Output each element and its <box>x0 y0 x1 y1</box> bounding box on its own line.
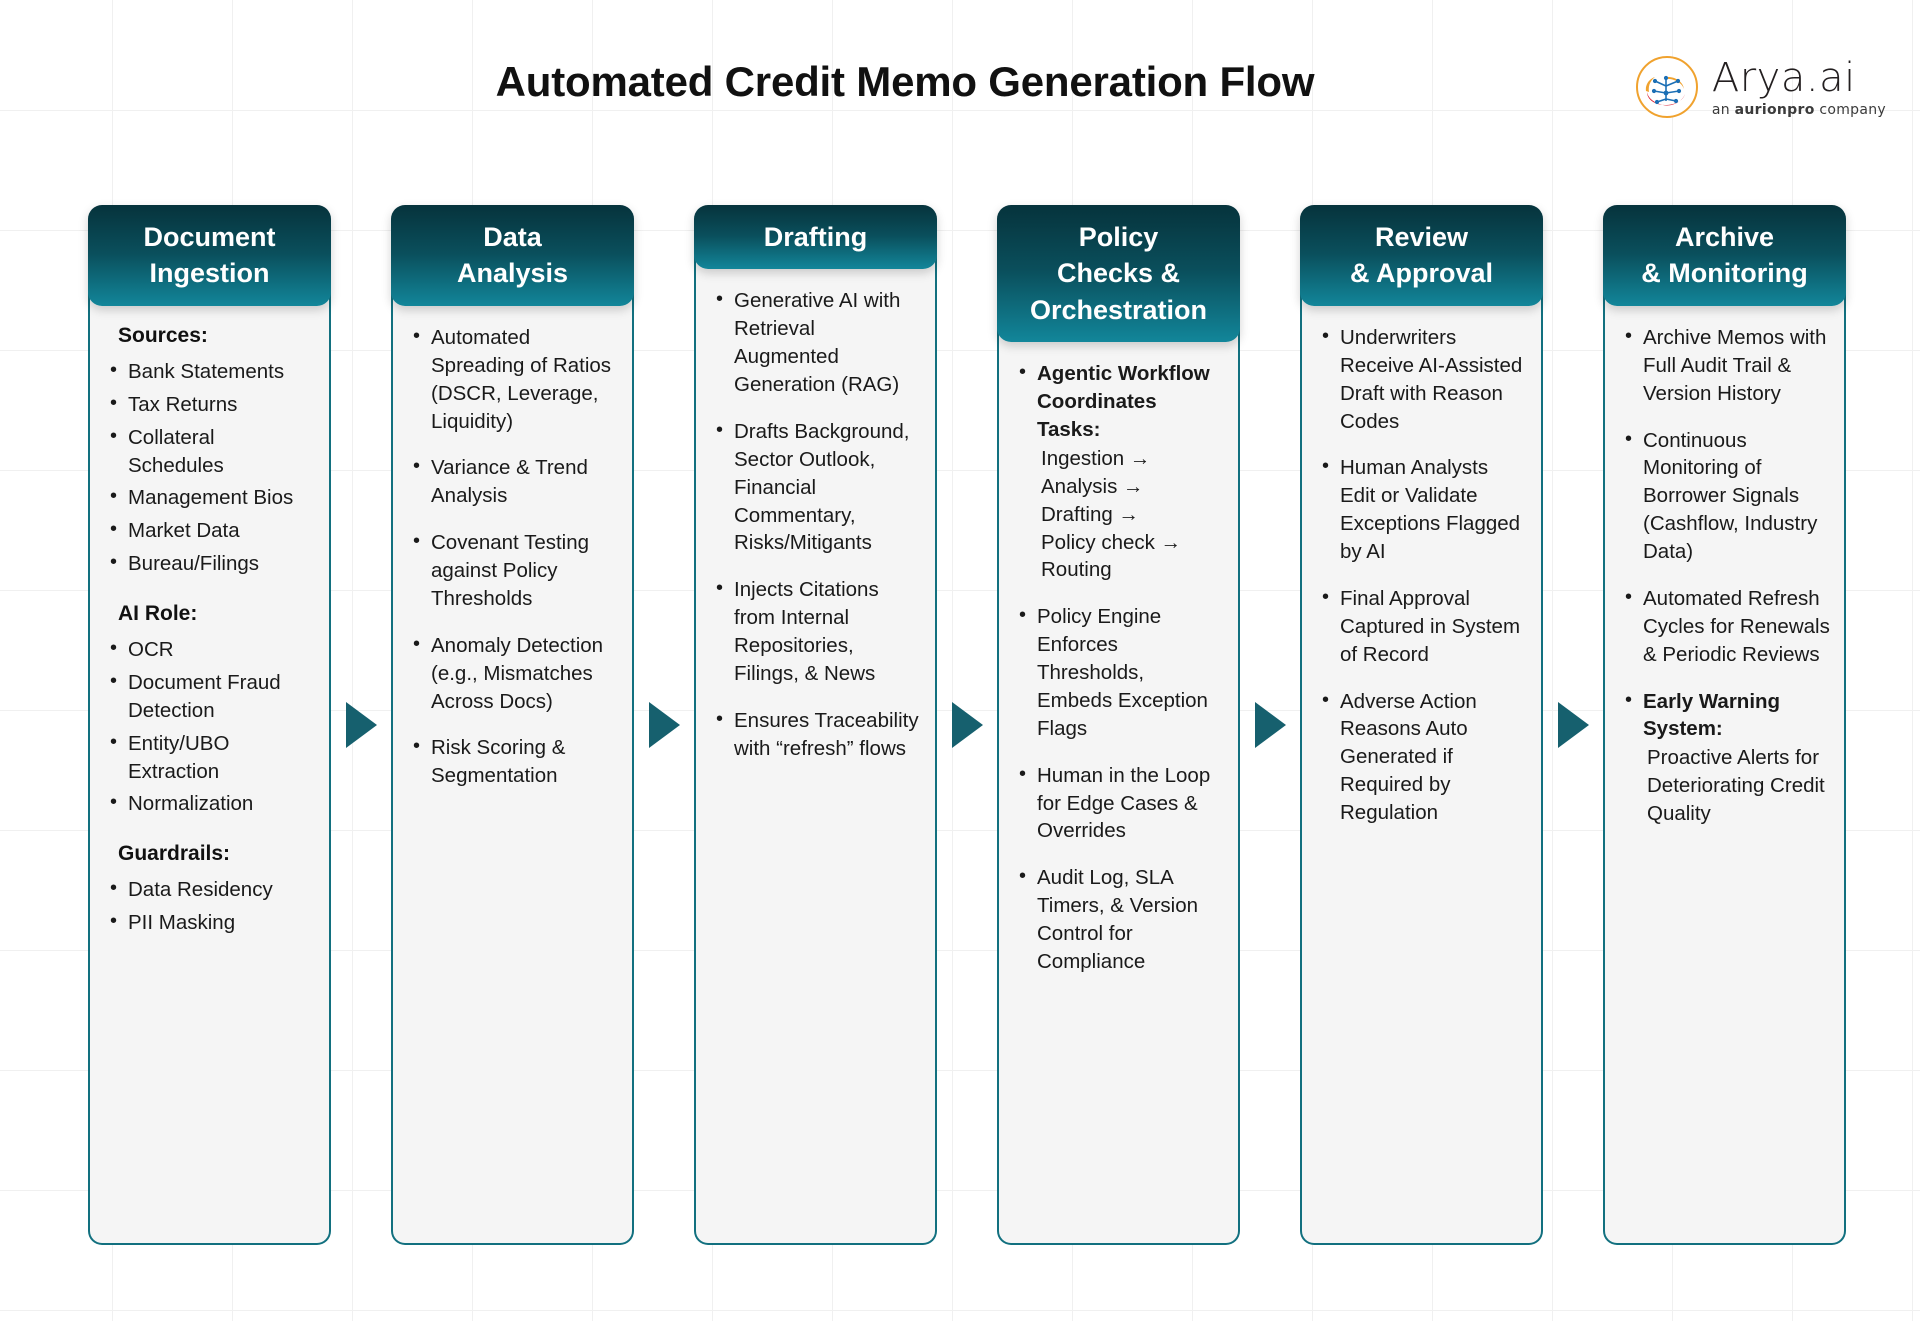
list-item: Bureau/Filings <box>104 549 315 578</box>
list-item: Tax Returns <box>104 390 315 419</box>
list-item: Market Data <box>104 516 315 545</box>
list-item: Generative AI with Retrieval Augmented G… <box>710 286 921 399</box>
list-item: Entity/UBO Extraction <box>104 729 315 786</box>
list-item-sub-lines: Ingestion → Analysis → Drafting → Policy ch… <box>1037 445 1224 584</box>
list-item: Collateral Schedules <box>104 423 315 480</box>
list-item: Early Warning System:Proactive Alerts fo… <box>1619 686 1830 828</box>
right-arrow-triangle-icon <box>345 702 377 748</box>
list-item: Management Bios <box>104 483 315 512</box>
column-title-review-approval: Review& Approval <box>1349 222 1493 289</box>
logo-wordmark: Arya.ai <box>1711 54 1856 101</box>
sub-line: Ingestion → <box>1041 446 1151 470</box>
list-item: Anomaly Detection (e.g., Mismatches Acro… <box>407 631 618 716</box>
bullet-list: Bank StatementsTax ReturnsCollateral Sch… <box>104 357 315 578</box>
list-item: Data Residency <box>104 875 315 904</box>
list-item: Audit Log, SLA Timers, & Version Control… <box>1013 863 1224 976</box>
list-item: Risk Scoring & Segmentation <box>407 733 618 790</box>
list-item: Underwriters Receive AI-Assisted Draft w… <box>1316 323 1527 436</box>
list-item: Variance & Trend Analysis <box>407 453 618 510</box>
flow-arrow-2 <box>634 205 694 1245</box>
section-heading: Guardrails: <box>118 842 231 866</box>
bullet-list: OCR Document Fraud DetectionEntity/UBO Ex… <box>104 635 315 818</box>
flow-arrow-3 <box>937 205 997 1245</box>
list-item: Continuous Monitoring of Borrower Signal… <box>1619 425 1830 566</box>
list-item: Bank Statements <box>104 357 315 386</box>
right-arrow-triangle-icon <box>1557 702 1589 748</box>
list-item: Final Approval Captured in System of Rec… <box>1316 584 1527 669</box>
list-item: Archive Memos with Full Audit Trail & Ve… <box>1619 323 1830 408</box>
list-item-bold-lead: Agentic Workflow Coordinates Tasks: <box>1037 362 1210 442</box>
logo-text: Arya.ai an aurionpro company <box>1712 58 1886 117</box>
section-heading: AI Role: <box>118 602 198 625</box>
arya-brain-logo-icon <box>1635 56 1698 118</box>
column-header-archive-monitoring[interactable]: Archive& Monitoring <box>1603 205 1846 306</box>
column-header-drafting[interactable]: Drafting <box>694 205 937 270</box>
flow-column-data-analysis: DataAnalysisAutomated Spreading of Ratio… <box>391 205 634 1245</box>
list-item: Automated Spreading of Ratios (DSCR, Lev… <box>407 323 618 436</box>
column-body-drafting: Generative AI with Retrieval Augmented G… <box>694 253 937 1245</box>
sub-line: Routing <box>1041 558 1112 582</box>
list-item: OCR <box>104 635 315 664</box>
list-item: Human Analysts Edit or Validate Exceptio… <box>1316 453 1527 566</box>
column-title-drafting: Drafting <box>763 222 868 252</box>
logo-tagline: an aurionpro company <box>1712 103 1886 117</box>
logo-tagline-suffix: company <box>1814 101 1886 118</box>
column-body-data-analysis: Automated Spreading of Ratios (DSCR, Lev… <box>391 289 634 1245</box>
list-item: Adverse Action Reasons Auto Generated if… <box>1316 686 1527 827</box>
list-item-trailing-text: Proactive Alerts for Deteriorating Credi… <box>1647 746 1825 825</box>
right-arrow-triangle-icon <box>1254 702 1286 748</box>
sub-line: Analysis → <box>1041 474 1144 498</box>
flow-column-review-approval: Review& ApprovalUnderwriters Receive AI-… <box>1300 205 1543 1245</box>
flow-column-drafting: DraftingGenerative AI with Retrieval Aug… <box>694 205 937 1245</box>
list-item: Agentic Workflow Coordinates Tasks:Inges… <box>1013 359 1224 584</box>
column-header-review-approval[interactable]: Review& Approval <box>1300 205 1543 306</box>
column-body-document-ingestion: Sources: Bank StatementsTax ReturnsCollat… <box>88 289 331 1245</box>
logo-tagline-brand: aurionpro <box>1734 101 1815 118</box>
list-item: Automated Refresh Cycles for Renewals & … <box>1619 584 1830 669</box>
list-item: Ensures Traceability with “refresh” flow… <box>710 706 921 763</box>
flow-arrow-1 <box>331 205 391 1245</box>
page-title-text: Automated Credit Memo Generation Flow <box>495 58 1315 105</box>
list-item-bold-lead: Early Warning System: <box>1643 689 1781 741</box>
list-item: PII Masking <box>104 908 315 937</box>
bullet-list: Agentic Workflow Coordinates Tasks:Inges… <box>1013 359 1224 976</box>
list-item: Policy Engine Enforces Thresholds, Embed… <box>1013 602 1224 742</box>
flow-arrow-4 <box>1240 205 1300 1245</box>
list-item: Document Fraud Detection <box>104 668 315 725</box>
column-body-archive-monitoring: Archive Memos with Full Audit Trail & Ve… <box>1603 289 1846 1245</box>
sub-line: Drafting → <box>1041 502 1139 526</box>
column-body-policy-checks-orchestration: Agentic Workflow Coordinates Tasks:Inges… <box>997 326 1240 1245</box>
bullet-list: Underwriters Receive AI-Assisted Draft w… <box>1316 323 1527 827</box>
arya-ai-logo: Arya.ai an aurionpro company <box>1635 56 1886 118</box>
list-item: Drafts Background, Sector Outlook, Finan… <box>710 417 921 557</box>
logo-tagline-prefix: an <box>1711 101 1735 118</box>
bullet-list: Data ResidencyPII Masking <box>104 875 315 937</box>
list-item: Human in the Loop for Edge Cases & Overr… <box>1013 761 1224 846</box>
bullet-list: Automated Spreading of Ratios (DSCR, Lev… <box>407 323 618 790</box>
page-title: Automated Credit Memo Generation Flow <box>0 58 1910 106</box>
right-arrow-triangle-icon <box>648 702 680 748</box>
bullet-list: Archive Memos with Full Audit Trail & Ve… <box>1619 323 1830 828</box>
list-item: Injects Citations from Internal Reposito… <box>710 575 921 688</box>
bullet-list: Generative AI with Retrieval Augmented G… <box>710 286 921 763</box>
section-heading: Sources: <box>118 323 208 347</box>
flow-column-archive-monitoring: Archive& MonitoringArchive Memos with Fu… <box>1603 205 1846 1245</box>
list-item: Normalization <box>104 789 315 818</box>
right-arrow-triangle-icon <box>951 702 983 748</box>
column-title-archive-monitoring: Archive& Monitoring <box>1641 222 1808 289</box>
sub-line: Policy check → <box>1041 530 1182 554</box>
column-body-review-approval: Underwriters Receive AI-Assisted Draft w… <box>1300 289 1543 1245</box>
flow-arrow-5 <box>1543 205 1603 1245</box>
list-item: Covenant Testing against Policy Threshol… <box>407 528 618 613</box>
